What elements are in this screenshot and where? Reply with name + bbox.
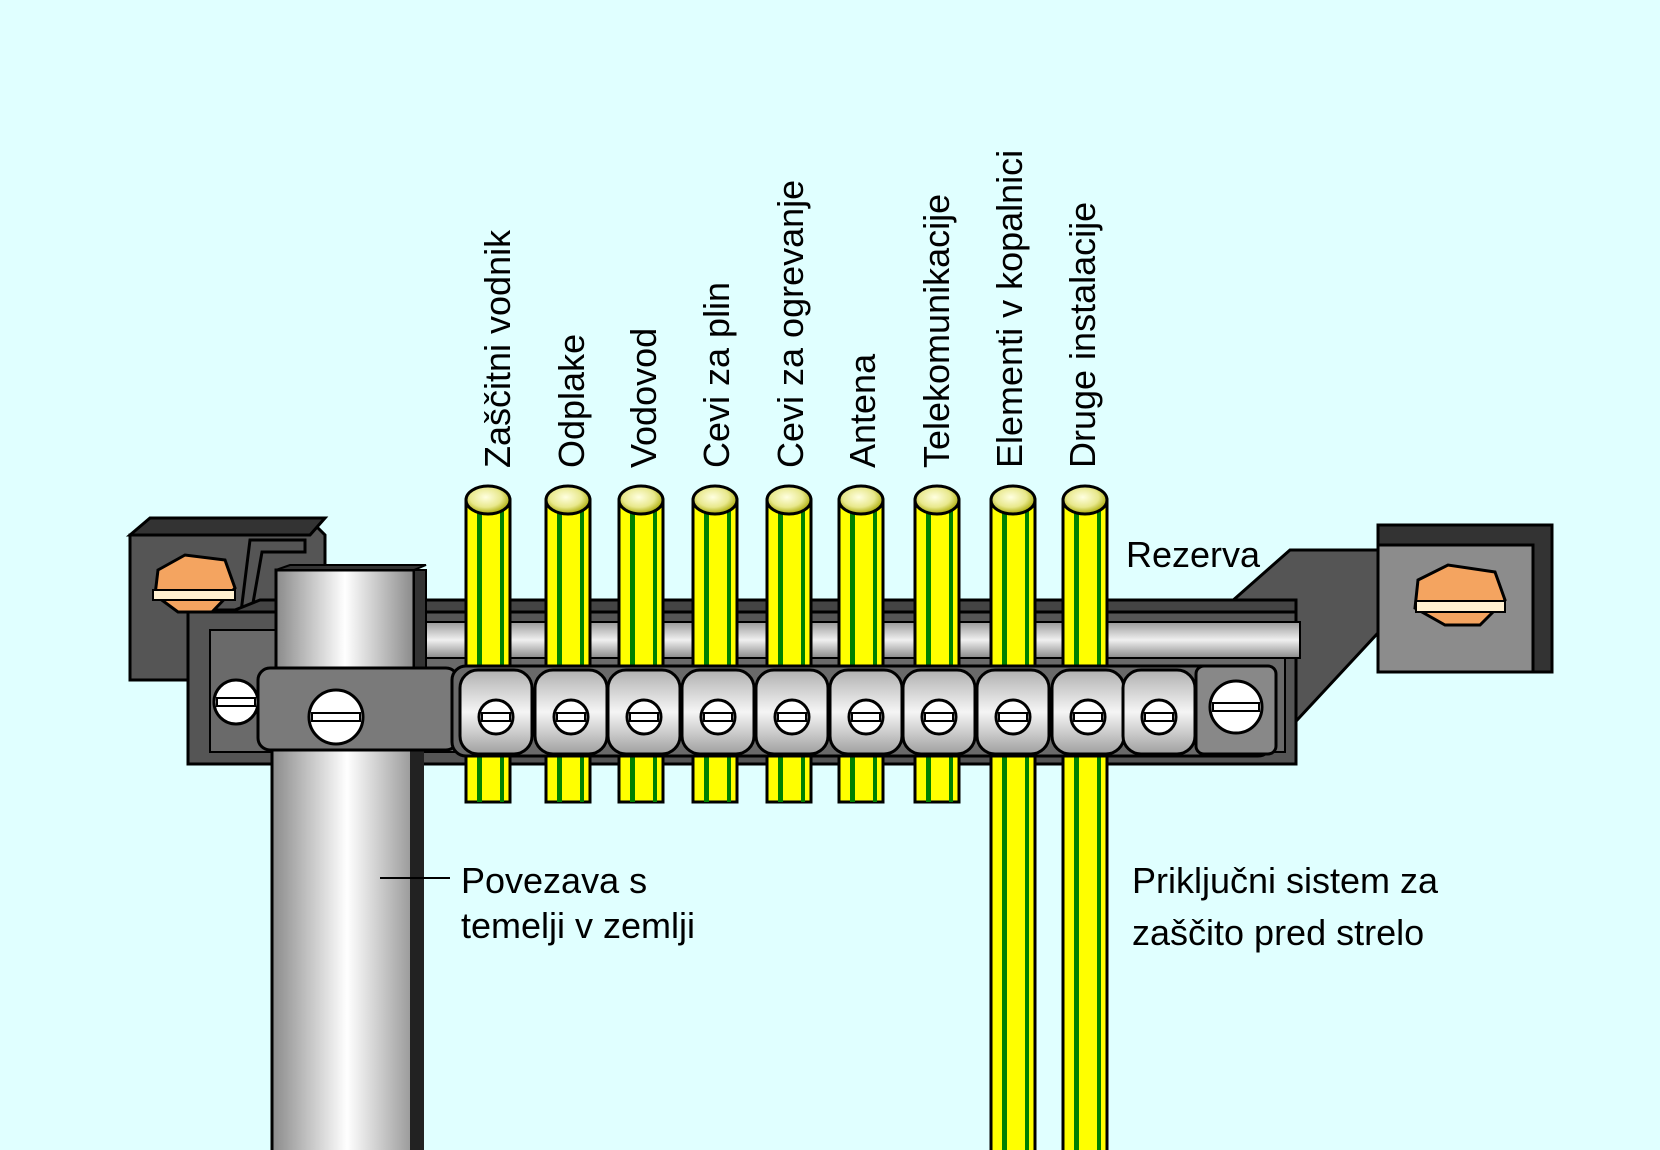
conductor-label: Vodovod: [623, 328, 664, 468]
lightning-label-line-1: Priključni sistem za: [1132, 860, 1439, 901]
wire-end-cap: [544, 484, 592, 516]
wire-end-cap: [765, 484, 813, 516]
conductor-label: Druge instalacije: [1062, 202, 1103, 468]
spare-label: Rezerva: [1126, 534, 1261, 575]
wire-end-cap: [1061, 484, 1109, 516]
wire-end-cap: [464, 484, 512, 516]
screw-icon: [1140, 698, 1178, 736]
screw-icon: [552, 698, 590, 736]
wire-end-cap: [913, 484, 961, 516]
foundation-label-line-2: temelji v zemlji: [461, 905, 695, 946]
bolt-icon: [1413, 563, 1507, 627]
screw-icon: [994, 698, 1032, 736]
screw-icon: [477, 698, 515, 736]
conductor-label: Zaščitni vodnik: [477, 229, 518, 468]
wire-end-cap: [617, 484, 665, 516]
conductor-labels: Zaščitni vodnik Odplake Vodovod Cevi za pli…: [477, 150, 1103, 468]
screws: [212, 678, 1264, 746]
screw-icon: [773, 698, 811, 736]
conductor-wire: [989, 484, 1037, 1150]
lightning-label-line-2: zaščito pred strelo: [1132, 912, 1424, 953]
screw-icon: [699, 698, 737, 736]
foundation-pipe: [270, 718, 450, 1150]
conductor-label: Telekomunikacije: [916, 194, 957, 468]
screw-icon: [920, 698, 958, 736]
conductor-label: Cevi za plin: [696, 282, 737, 468]
screw-icon: [1208, 679, 1264, 735]
wire-end-cap: [989, 484, 1037, 516]
left-end-bracket: [125, 516, 329, 682]
screw-icon: [625, 698, 663, 736]
screw-icon: [847, 698, 885, 736]
screw-icon: [307, 688, 365, 746]
conductor-label: Elementi v kopalnici: [989, 150, 1030, 468]
bolt-icon: [152, 553, 237, 614]
wires: [464, 484, 1109, 1150]
screw-icon: [212, 678, 260, 726]
conductor-label: Cevi za ogrevanje: [770, 180, 811, 468]
conductor-wire: [1061, 484, 1109, 1150]
screw-icon: [1069, 698, 1107, 736]
conductor-label: Antena: [842, 353, 883, 468]
foundation-label-line-1: Povezava s: [461, 860, 647, 901]
conductor-label: Odplake: [551, 334, 592, 468]
wire-end-cap: [837, 484, 885, 516]
wire-end-cap: [691, 484, 739, 516]
